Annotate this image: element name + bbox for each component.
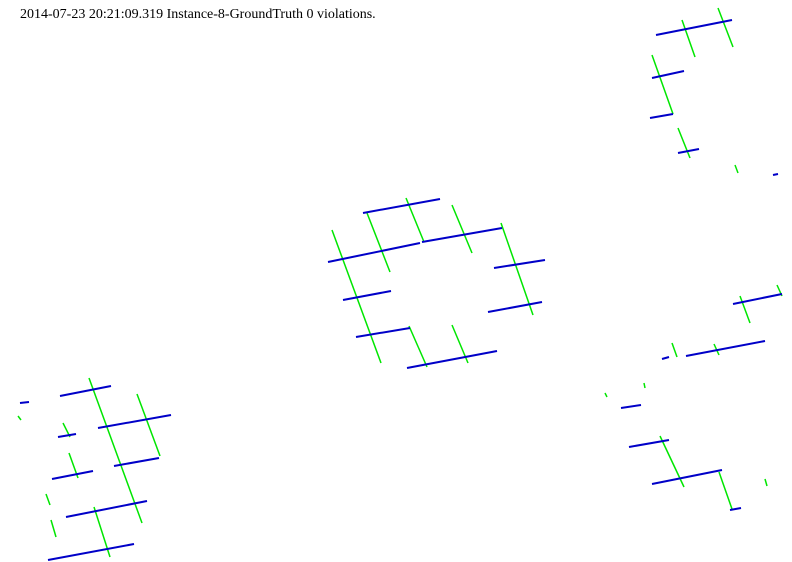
vertical-segment bbox=[408, 325, 428, 368]
horizontal-segment bbox=[57, 433, 77, 438]
vertical-segment bbox=[681, 19, 696, 58]
vertical-segment bbox=[451, 204, 473, 254]
vertical-segment bbox=[651, 54, 674, 115]
horizontal-segment bbox=[685, 340, 766, 357]
horizontal-segment bbox=[487, 301, 543, 313]
vertical-segment bbox=[671, 342, 678, 358]
horizontal-segment bbox=[772, 173, 779, 176]
horizontal-segment bbox=[342, 290, 392, 301]
vertical-segment bbox=[677, 127, 691, 159]
vertical-segment bbox=[764, 478, 768, 487]
horizontal-segment bbox=[661, 356, 670, 360]
horizontal-segment bbox=[51, 470, 94, 480]
vertical-segment bbox=[17, 415, 22, 421]
horizontal-segment bbox=[620, 404, 642, 409]
horizontal-segment bbox=[421, 227, 503, 243]
horizontal-segment bbox=[649, 113, 674, 119]
horizontal-segment bbox=[59, 385, 112, 397]
vertical-segment bbox=[45, 493, 51, 506]
horizontal-segment bbox=[732, 293, 783, 305]
vertical-segment bbox=[734, 164, 739, 174]
horizontal-segment bbox=[47, 543, 135, 561]
horizontal-segment bbox=[729, 507, 742, 511]
horizontal-segment bbox=[65, 500, 148, 518]
vertical-segment bbox=[717, 7, 734, 48]
vertical-segment bbox=[136, 393, 161, 457]
vertical-segment bbox=[739, 295, 751, 324]
horizontal-segment bbox=[19, 401, 30, 404]
horizontal-segment bbox=[651, 469, 723, 485]
horizontal-segment bbox=[355, 327, 411, 338]
vertical-segment bbox=[643, 382, 646, 389]
horizontal-segment bbox=[628, 439, 670, 448]
vertical-segment bbox=[718, 471, 733, 510]
horizontal-segment bbox=[327, 242, 421, 263]
vertical-segment bbox=[88, 377, 143, 524]
status-caption: 2014-07-23 20:21:09.319 Instance-8-Groun… bbox=[20, 7, 376, 22]
vertical-segment bbox=[50, 519, 57, 538]
horizontal-segment bbox=[406, 350, 498, 369]
vertical-segment bbox=[366, 212, 391, 273]
horizontal-segment bbox=[651, 70, 685, 79]
horizontal-segment bbox=[655, 19, 733, 36]
horizontal-segment bbox=[493, 259, 546, 269]
vertical-segment bbox=[604, 392, 608, 398]
horizontal-segment bbox=[677, 148, 700, 154]
horizontal-segment bbox=[362, 198, 441, 214]
vertical-segment bbox=[500, 222, 534, 316]
horizontal-segment bbox=[97, 414, 172, 429]
horizontal-segment bbox=[113, 457, 160, 467]
